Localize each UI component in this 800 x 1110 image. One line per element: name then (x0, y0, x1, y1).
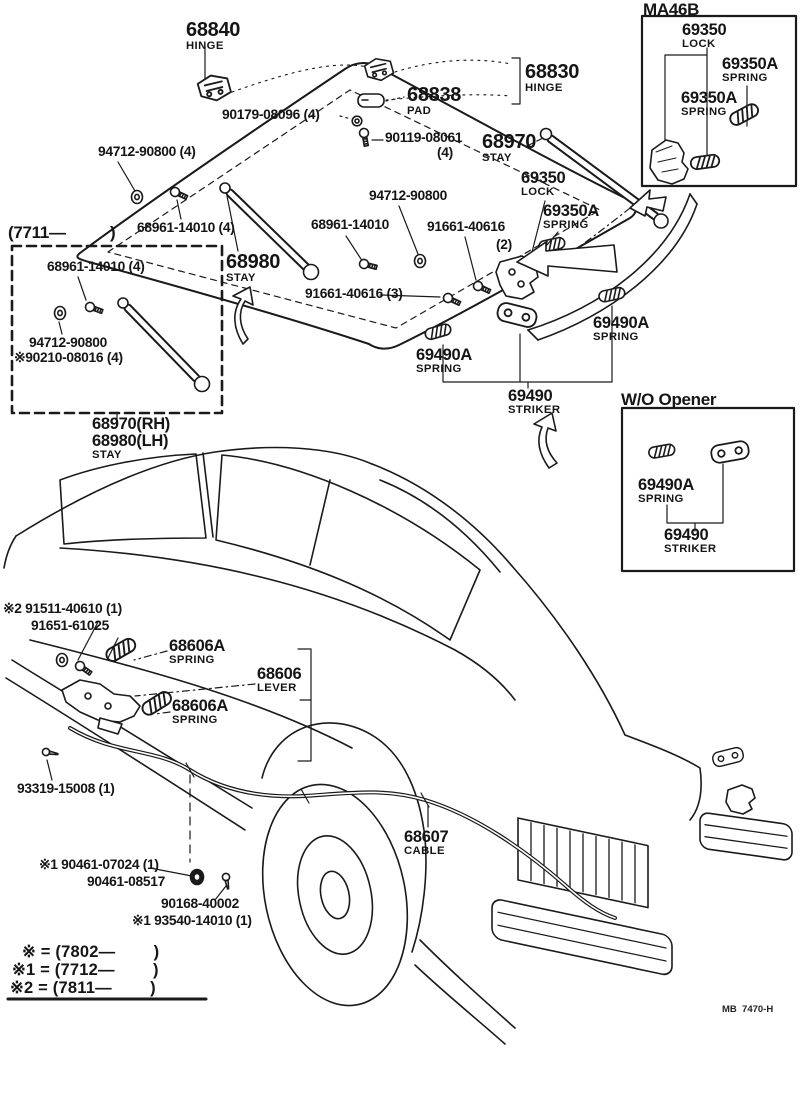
arrow-weatherstrip (516, 241, 618, 277)
label-box-90210-08016: ※90210-08016 (4) (14, 350, 123, 365)
label-91511-40610: ※2 91511-40610 (1) (3, 601, 122, 616)
arrow-to-production-box (232, 286, 254, 345)
label-90119-08061: 90119-08061 (385, 130, 463, 145)
wo-opener-box (620, 406, 796, 573)
label-94712-90800-mid: 94712-90800 (369, 188, 448, 203)
legend-row-1: ※ = (7802— ) (22, 943, 160, 961)
label-90179-08096: 90179-08096 (4) (222, 107, 320, 122)
weatherstrip-art (527, 193, 698, 341)
pad-68838-icon (357, 93, 385, 108)
ma46b-box (640, 14, 798, 188)
production-box (10, 244, 224, 422)
label-93540-14010: ※1 93540-14010 (1) (132, 913, 252, 928)
label-93319-15008: 93319-15008 (1) (17, 781, 115, 796)
legend-row-3: ※2 = (7811— ) (10, 979, 156, 997)
label-68970-68980-stay: 68970(RH)68980(LH)STAY (92, 415, 171, 462)
label-box-94712-90800: 94712-90800 (29, 335, 108, 350)
label-90461-07024: ※1 90461-07024 (1) (39, 857, 159, 872)
arrow-ma46b (629, 189, 667, 217)
label-68961-14010-mid: 68961-14010 (311, 217, 390, 232)
label-91661-40616-3: 91661-40616 (3) (305, 286, 403, 301)
label-68961-14010-top: 68961-14010 (4) (137, 220, 235, 235)
leader-lines-bottom (46, 621, 429, 901)
label-91661-40616-2: 91661-40616 (427, 219, 506, 234)
production-box-title: (7711— ) (8, 223, 116, 242)
label-box-68961-14010: 68961-14010 (4) (47, 259, 145, 274)
legend-row-2: ※1 = (7712— ) (12, 961, 159, 979)
label-90119-qty: (4) (437, 145, 453, 160)
car-body-art (3, 446, 793, 1045)
drawing-code: MB 7470-H (722, 1004, 774, 1015)
label-90461-08517: 90461-08517 (87, 874, 166, 889)
arrow-to-striker-label (533, 412, 558, 469)
label-94712-90800-top: 94712-90800 (4) (98, 144, 196, 159)
label-91651-61025: 91651-61025 (31, 618, 110, 633)
lever-cable-art (41, 635, 617, 920)
ma46b-box-title: MA46B (643, 0, 700, 19)
wo-opener-box-title: W/O Opener (621, 390, 717, 409)
label-90168-40002: 90168-40002 (161, 896, 240, 911)
stay-left-art (219, 182, 320, 281)
label-91661-2-qty: (2) (496, 237, 512, 252)
